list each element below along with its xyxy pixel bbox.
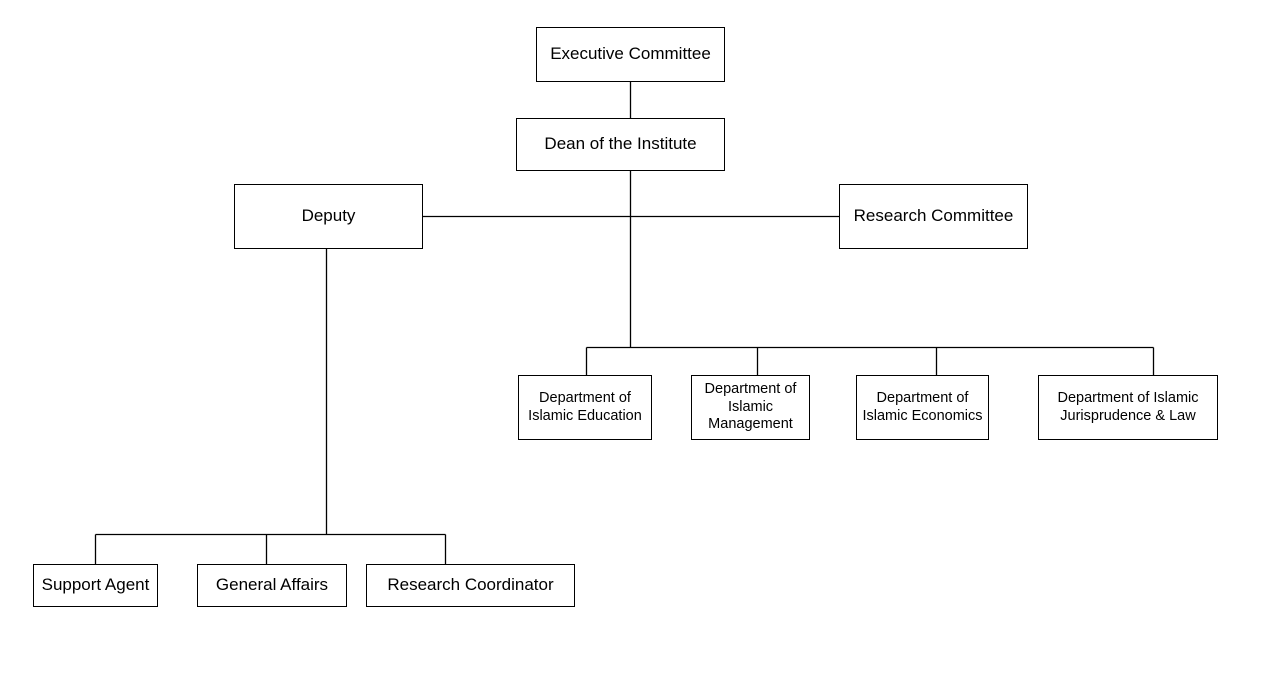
- research-committee-node: Research Committee: [839, 184, 1028, 249]
- research-coordinator-node: Research Coordinator: [366, 564, 575, 607]
- research-committee-label: Research Committee: [853, 206, 1014, 226]
- executive-committee-node: Executive Committee: [536, 27, 725, 82]
- deputy-label: Deputy: [301, 206, 356, 226]
- department-islamic-education-node: Department of Islamic Education: [518, 375, 652, 440]
- department-islamic-economics-node: Department of Islamic Economics: [856, 375, 989, 440]
- department-islamic-jurisprudence-law-node: Department of Islamic Jurisprudence & La…: [1038, 375, 1218, 440]
- support-agent-label: Support Agent: [41, 575, 150, 595]
- research-coordinator-label: Research Coordinator: [387, 575, 554, 595]
- department-islamic-economics-label: Department of Islamic Economics: [862, 389, 983, 424]
- support-agent-node: Support Agent: [33, 564, 158, 607]
- executive-committee-label: Executive Committee: [550, 44, 711, 64]
- deputy-node: Deputy: [234, 184, 423, 249]
- general-affairs-node: General Affairs: [197, 564, 347, 607]
- department-islamic-jurisprudence-law-label: Department of Islamic Jurisprudence & La…: [1057, 389, 1199, 424]
- department-islamic-education-label: Department of Islamic Education: [528, 389, 642, 424]
- general-affairs-label: General Affairs: [215, 575, 329, 595]
- department-islamic-management-label: Department of Islamic Management: [704, 380, 797, 433]
- dean-label: Dean of the Institute: [544, 134, 697, 154]
- dean-node: Dean of the Institute: [516, 118, 725, 171]
- department-islamic-management-node: Department of Islamic Management: [691, 375, 810, 440]
